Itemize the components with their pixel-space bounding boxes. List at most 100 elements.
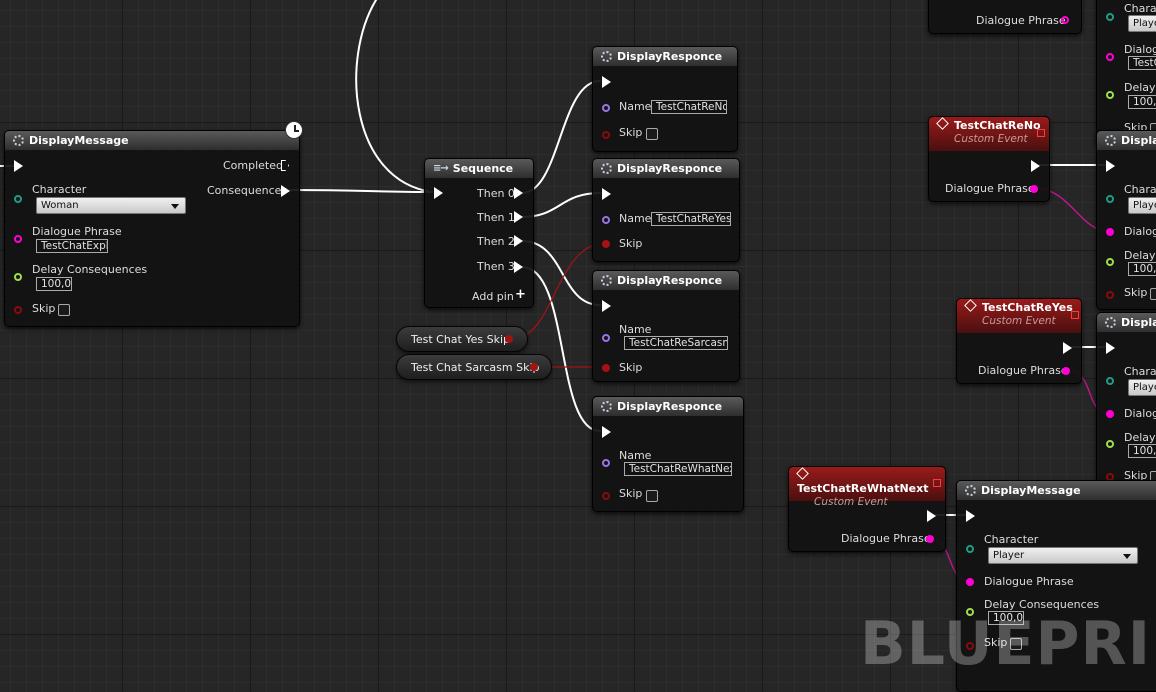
completed-label: Completed <box>223 159 283 172</box>
chevron-down-icon <box>1123 554 1131 559</box>
display-response-node[interactable]: DisplayResponce Name TestChatReYes Skip <box>592 158 740 262</box>
exec-in-pin[interactable] <box>14 160 23 172</box>
dialogue-phrase-label: Dialogue Phrase <box>976 14 1066 27</box>
skip-pin[interactable] <box>966 642 974 650</box>
character-pin[interactable] <box>1106 377 1114 385</box>
sarcasm-skip-output-pin[interactable] <box>530 363 538 371</box>
node-title: Display <box>1121 134 1156 147</box>
skip-pin[interactable] <box>602 240 610 248</box>
delay-field[interactable]: 100,0 <box>988 611 1024 625</box>
skip-pin[interactable] <box>602 131 610 139</box>
dialogue-phrase-pin[interactable] <box>966 578 974 586</box>
exec-in-pin[interactable] <box>602 76 611 88</box>
exec-in-pin[interactable] <box>602 300 611 312</box>
partial-display-node[interactable]: Charac Player Dialog TestC Delay C 100,0… <box>1096 0 1156 146</box>
sequence-node[interactable]: ≡→Sequence Then 0 Then 1 Then 2 Then 3 A… <box>424 158 534 308</box>
add-pin-button[interactable]: Add pin <box>472 290 514 303</box>
plus-icon[interactable]: + <box>515 287 526 302</box>
node-header: DisplayMessage <box>957 481 1156 500</box>
then-2-pin[interactable] <box>514 235 523 247</box>
delay-pin[interactable] <box>14 273 22 281</box>
name-field[interactable]: TestChatReSarcasm <box>624 336 728 350</box>
test-chat-sarcasm-skip-variable[interactable]: Test Chat Sarcasm Skip <box>396 354 552 380</box>
display-response-node[interactable]: DisplayResponce Name TestChatReWhatNext … <box>592 396 744 512</box>
exec-in-pin[interactable] <box>602 188 611 200</box>
exec-out-pin[interactable] <box>1031 160 1040 172</box>
delay-field[interactable]: 100,0 <box>1128 95 1156 109</box>
dialogue-field[interactable]: TestC <box>1128 56 1156 70</box>
skip-checkbox[interactable] <box>646 490 658 502</box>
delegate-pin[interactable] <box>933 479 941 487</box>
name-pin[interactable] <box>602 216 610 224</box>
exec-in-pin[interactable] <box>1106 160 1115 172</box>
exec-in-pin[interactable] <box>602 426 611 438</box>
display-message-node[interactable]: DisplayMessage Completed Consequences Ch… <box>4 130 300 327</box>
dialogue-phrase-pin[interactable] <box>926 535 934 543</box>
name-field[interactable]: TestChatReWhatNext <box>624 462 732 476</box>
delay-pin[interactable] <box>1106 440 1114 448</box>
node-title: DisplayMessage <box>29 134 129 147</box>
character-dropdown[interactable]: Woman <box>36 197 186 214</box>
character-pin[interactable] <box>14 195 22 203</box>
then-3-pin[interactable] <box>514 261 523 273</box>
name-pin[interactable] <box>602 334 610 342</box>
skip-checkbox[interactable] <box>1150 288 1156 300</box>
then-1-pin[interactable] <box>514 211 523 223</box>
exec-out-pin[interactable] <box>927 510 936 522</box>
character-dropdown[interactable]: Player <box>1128 15 1156 32</box>
exec-in-pin[interactable] <box>966 510 975 522</box>
delay-pin[interactable] <box>966 608 974 616</box>
delay-pin[interactable] <box>1106 258 1114 266</box>
yes-skip-output-pin[interactable] <box>505 335 513 343</box>
exec-out-pin[interactable] <box>1063 342 1072 354</box>
consequences-exec-pin[interactable] <box>281 185 290 197</box>
character-pin[interactable] <box>966 545 974 553</box>
dialogue-pin[interactable] <box>1106 53 1114 61</box>
dialogue-pin[interactable] <box>1106 410 1114 418</box>
exec-in-pin[interactable] <box>434 187 443 199</box>
exec-in-pin[interactable] <box>1106 342 1115 354</box>
skip-pin[interactable] <box>602 364 610 372</box>
dialogue-phrase-pin[interactable] <box>14 235 22 243</box>
completed-exec-pin[interactable] <box>281 160 289 171</box>
variable-label: Test Chat Sarcasm Skip <box>411 361 540 374</box>
display-message-node[interactable]: DisplayMessage Character Player Dialogue… <box>956 480 1156 692</box>
skip-pin[interactable] <box>1106 291 1114 299</box>
delegate-pin[interactable] <box>1071 311 1079 319</box>
partial-display-node[interactable]: Display Charac Player Dialog Delay C 100… <box>1096 312 1156 494</box>
delay-field[interactable]: 100,0 <box>1128 444 1156 458</box>
character-pin[interactable] <box>1106 13 1114 21</box>
name-field[interactable]: TestChatReYes <box>651 212 731 226</box>
name-field[interactable]: TestChatReNo <box>651 100 727 114</box>
character-dropdown[interactable]: Player <box>1128 197 1156 214</box>
name-pin[interactable] <box>602 104 610 112</box>
character-dropdown[interactable]: Player <box>988 547 1138 564</box>
dialogue-phrase-pin[interactable] <box>1061 16 1069 24</box>
skip-checkbox[interactable] <box>58 304 70 316</box>
delay-field[interactable]: 100,0 <box>36 277 72 291</box>
skip-checkbox[interactable] <box>646 128 658 140</box>
character-dropdown[interactable]: Player <box>1128 379 1156 396</box>
dialogue-phrase-pin[interactable] <box>1030 185 1038 193</box>
partial-display-node[interactable]: Display Charac Player Dialog Delay C 100… <box>1096 130 1156 310</box>
delay-pin[interactable] <box>1106 91 1114 99</box>
character-pin[interactable] <box>1106 195 1114 203</box>
then-0-pin[interactable] <box>514 187 523 199</box>
dialogue-phrase-pin[interactable] <box>1062 367 1070 375</box>
skip-pin[interactable] <box>14 306 22 314</box>
partial-event-node[interactable]: Dialogue Phrase <box>928 0 1082 34</box>
character-label: Charac <box>1124 2 1156 15</box>
delay-field[interactable]: 100,0 <box>1128 262 1156 276</box>
delegate-pin[interactable] <box>1037 129 1045 137</box>
skip-pin[interactable] <box>602 492 610 500</box>
display-response-node[interactable]: DisplayResponce Name TestChatReSarcasm S… <box>592 270 740 382</box>
dialogue-phrase-field[interactable]: TestChatExpl <box>36 239 108 253</box>
skip-checkbox[interactable] <box>1010 638 1022 650</box>
node-header: DisplayResponce <box>593 159 739 178</box>
display-response-node[interactable]: DisplayResponce Name TestChatReNo Skip <box>592 46 738 152</box>
dialogue-pin[interactable] <box>1106 228 1114 236</box>
name-pin[interactable] <box>602 459 610 467</box>
